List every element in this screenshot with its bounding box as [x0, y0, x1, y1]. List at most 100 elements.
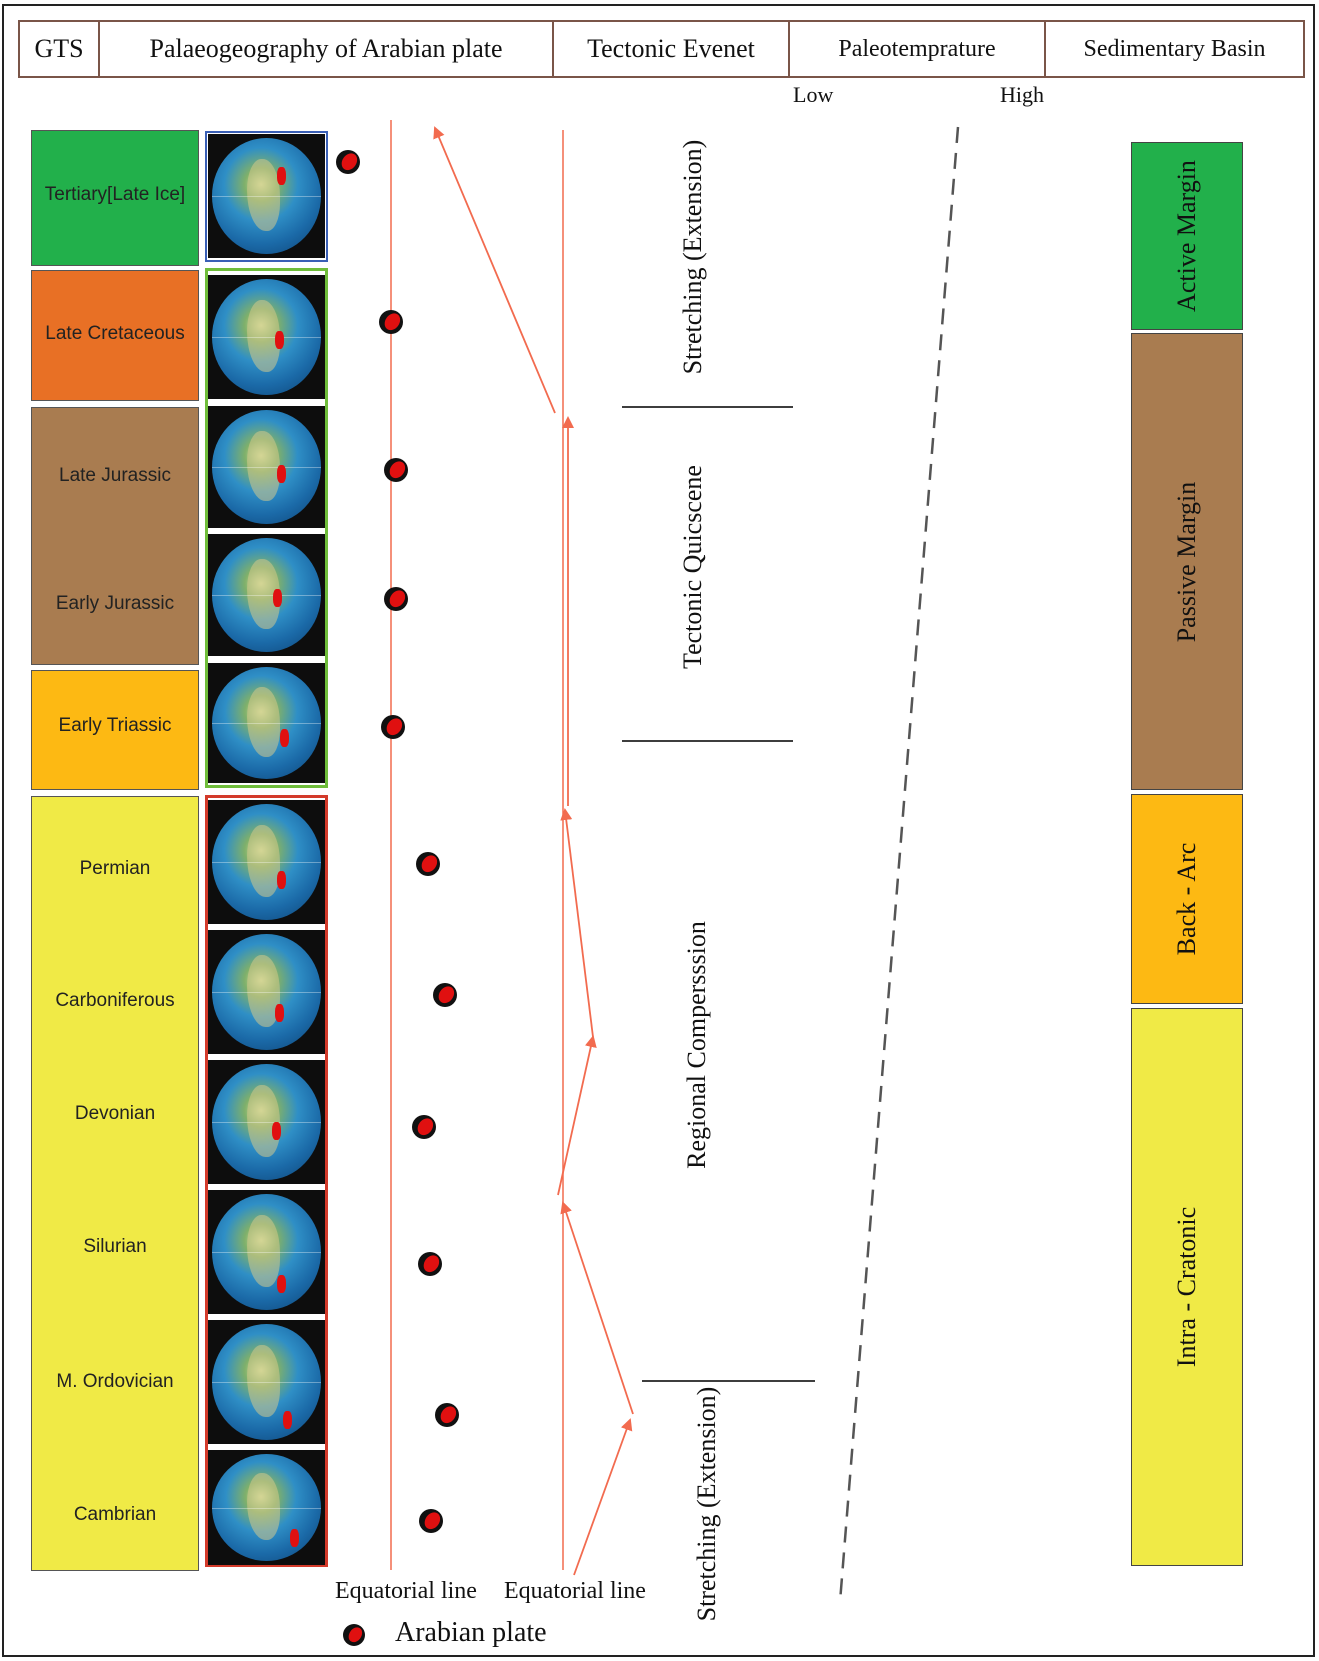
era-label: Early Triassic [58, 715, 172, 736]
arrow-4 [560, 808, 594, 1038]
era-label: Cambrian [73, 1504, 157, 1525]
arrow-1 [573, 1418, 633, 1576]
arabian-plate-shape [277, 1275, 287, 1294]
tectonic-arrows [433, 126, 634, 1576]
basin-label: Back - Arc [1172, 842, 1201, 956]
equator-gridline [212, 723, 321, 724]
arabian-plate-marker [379, 310, 403, 334]
arabian-plate-shape [279, 728, 289, 747]
era-label: Tertiary[Late Ice] [44, 184, 186, 205]
legend-plate-icon [343, 1624, 365, 1646]
arabian-plate-marker [435, 1403, 459, 1427]
arabian-plate-marker [418, 1252, 442, 1276]
arabian-plate-marker [433, 983, 457, 1007]
arabian-plate-marker [419, 1509, 443, 1533]
era-label: Early Jurassic [55, 593, 175, 614]
tectonic-stretching-top: Stretching (Extension) [678, 139, 707, 375]
arabian-plate-shape [271, 1122, 281, 1140]
basin-block: Back - Arc [1131, 794, 1243, 1004]
equatorial-label-1: Equatorial line [335, 1578, 477, 1604]
era-block [31, 407, 199, 665]
globe-image [212, 410, 321, 524]
equator-gridline [212, 337, 321, 338]
basin-label: Passive Margin [1172, 481, 1201, 642]
arabian-plate-shape [277, 167, 287, 185]
globe-image [212, 1064, 321, 1180]
header-basin: Sedimentary Basin [1044, 20, 1305, 78]
era-block [31, 130, 199, 266]
globe-group-tertiary [205, 131, 328, 262]
palaeogeography-map [208, 1450, 325, 1565]
era-label: Late Cretaceous [45, 323, 185, 344]
equator-gridline [212, 595, 321, 596]
arabian-plate-shape [275, 1003, 285, 1022]
globe-image [212, 1194, 321, 1310]
palaeogeography-map [208, 800, 325, 924]
era-label: M. Ordovician [56, 1371, 174, 1392]
basin-label: Intra - Cratonic [1172, 1206, 1201, 1368]
arrow-2 [560, 1201, 634, 1415]
equator-gridline [212, 1122, 321, 1123]
continent-shape [246, 1473, 280, 1540]
era-label: Silurian [83, 1236, 147, 1257]
palaeogeography-map [208, 406, 325, 528]
globe-image [212, 138, 321, 254]
basin-block: Intra - Cratonic [1131, 1008, 1243, 1566]
arabian-plate-marker [336, 150, 360, 174]
basin-label: Active Margin [1172, 160, 1201, 312]
equator-gridline [212, 1382, 321, 1383]
globe-image [212, 1454, 321, 1561]
equator-gridline [212, 467, 321, 468]
continent-shape [246, 1084, 280, 1157]
arrow-3 [557, 1035, 597, 1196]
arabian-plate-shape [282, 1411, 292, 1429]
paleotemperature-line [838, 126, 960, 1603]
arabian-plate-shape [277, 464, 287, 483]
globe-image [212, 279, 321, 395]
continent-shape [246, 954, 280, 1027]
header-tectonic-label: Tectonic Evenet [587, 34, 755, 63]
scale-low: Low [793, 82, 834, 107]
equatorial-label-2: Equatorial line [504, 1578, 646, 1604]
arrow-6 [433, 126, 556, 414]
plate-markers [336, 150, 459, 1533]
arabian-plate-marker [384, 458, 408, 482]
header-gts-label: GTS [34, 34, 84, 63]
era-block [31, 796, 199, 1571]
continent-shape [246, 299, 280, 372]
globe-group-mesozoic [205, 268, 328, 788]
tectonic-quiescence: Tectonic Quicscene [678, 465, 707, 669]
continent-shape [246, 1344, 280, 1417]
globe-image [212, 804, 321, 920]
globe-image [212, 1324, 321, 1440]
continent-shape [246, 824, 280, 897]
equator-gridline [212, 196, 321, 197]
header-palaeogeography: Palaeogeography of Arabian plate [98, 20, 554, 78]
arabian-plate-shape [290, 1528, 300, 1547]
arabian-plate-marker [381, 715, 405, 739]
header-paleotemp-label: Paleotemprature [838, 35, 996, 62]
palaeogeography-map [208, 663, 325, 783]
continent-shape [246, 430, 280, 502]
globe-image [212, 538, 321, 652]
arabian-plate-marker [384, 587, 408, 611]
palaeogeography-map [208, 534, 325, 656]
palaeogeography-map [208, 930, 325, 1054]
header-tectonic: Tectonic Evenet [552, 20, 790, 78]
basin-block: Active Margin [1131, 142, 1243, 330]
globe-group-paleozoic [205, 795, 328, 1567]
arabian-plate-shape [277, 871, 287, 890]
era-label: Late Jurassic [59, 465, 171, 486]
palaeogeography-map [208, 134, 325, 258]
era-block [31, 270, 199, 401]
figure-frame [2, 4, 1315, 1657]
tectonic-compression: Regional Compersssion [682, 921, 711, 1169]
header-palaeogeography-label: Palaeogeography of Arabian plate [149, 34, 503, 63]
header-basin-label: Sedimentary Basin [1083, 35, 1266, 62]
palaeogeography-map [208, 1060, 325, 1184]
legend-label: Arabian plate [395, 1617, 547, 1648]
arabian-plate-shape [275, 331, 285, 350]
arabian-plate-shape [273, 589, 283, 608]
era-label: Devonian [74, 1103, 156, 1124]
